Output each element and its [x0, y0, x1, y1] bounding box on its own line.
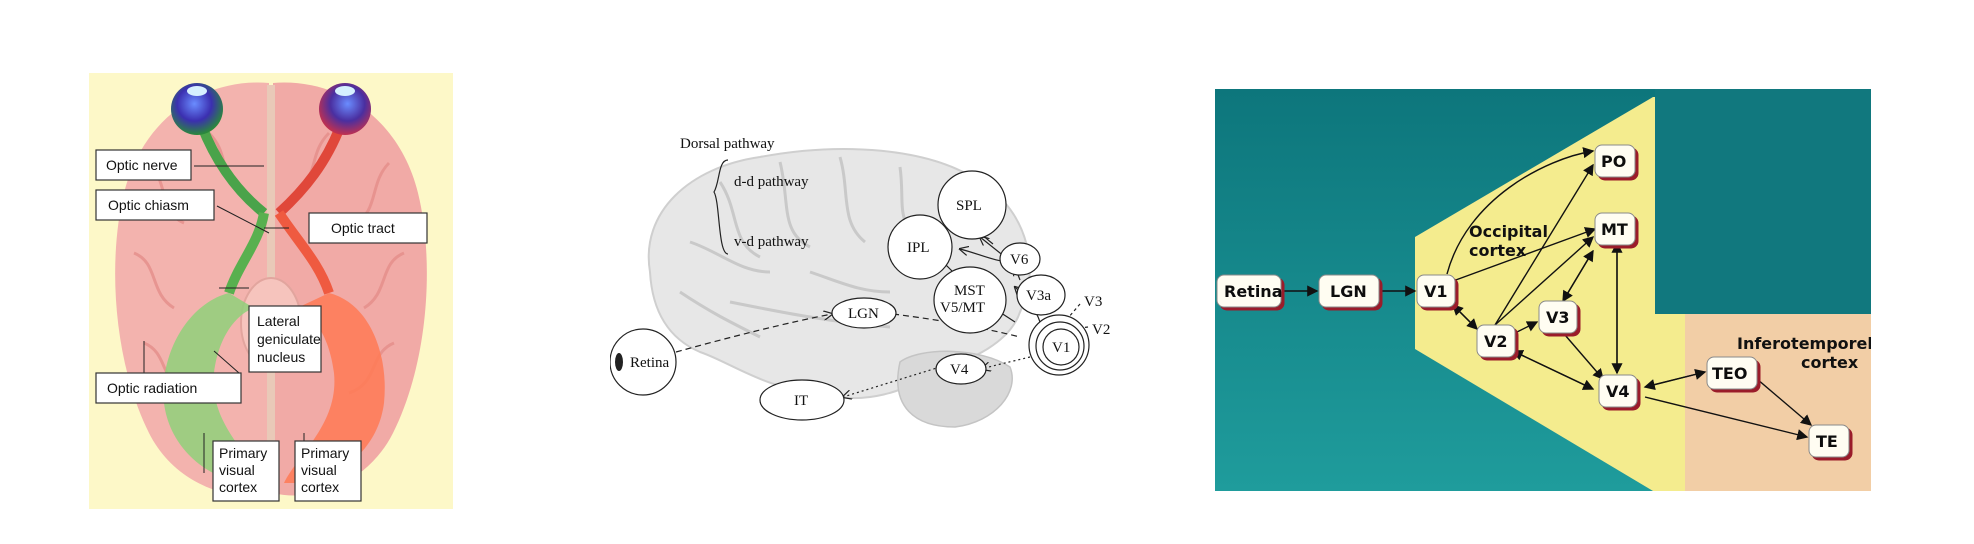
- node-v3a: V3a: [1016, 274, 1066, 316]
- node-teo-c: TEO: [1706, 356, 1758, 390]
- node-retina: Retina: [609, 328, 677, 396]
- dorsal-ventral-stream-diagram: Dorsal pathway d-d pathway v-d pathway R…: [609, 122, 1130, 432]
- svg-text:nucleus: nucleus: [257, 349, 305, 365]
- label-v2: V2: [1092, 322, 1110, 338]
- visual-pathway-ventral-diagram: Optic nerve Optic chiasm Optic tract Lat…: [89, 73, 453, 509]
- svg-text:V6: V6: [1010, 252, 1029, 268]
- svg-text:IPL: IPL: [907, 240, 930, 256]
- svg-text:MT: MT: [1601, 220, 1628, 239]
- svg-text:geniculate: geniculate: [257, 331, 321, 347]
- svg-text:Retina: Retina: [1224, 282, 1283, 301]
- node-v6: V6: [999, 242, 1041, 276]
- label-optic-tract: Optic tract: [308, 212, 428, 244]
- label-optic-radiation: Optic radiation: [95, 372, 242, 404]
- svg-text:V3: V3: [1546, 308, 1570, 327]
- node-spl: SPL: [937, 170, 1007, 240]
- svg-text:TE: TE: [1816, 432, 1838, 451]
- svg-text:Retina: Retina: [630, 355, 669, 371]
- vd-pathway-label: v-d pathway: [734, 234, 809, 250]
- svg-text:Primary: Primary: [301, 445, 349, 461]
- label-primary-visual-cortex-right: Primary visual cortex: [294, 440, 362, 502]
- lateral-brain-illustration: Dorsal pathway d-d pathway v-d pathway R…: [609, 136, 1110, 428]
- svg-text:Optic radiation: Optic radiation: [107, 380, 197, 396]
- ventral-brain-illustration: Optic nerve Optic chiasm Optic tract Lat…: [95, 82, 428, 502]
- svg-text:visual: visual: [301, 462, 337, 478]
- svg-text:V2: V2: [1484, 332, 1508, 351]
- label-primary-visual-cortex-left: Primary visual cortex: [212, 440, 280, 502]
- svg-text:V1: V1: [1424, 282, 1448, 301]
- svg-text:LGN: LGN: [1330, 282, 1367, 301]
- label-optic-nerve: Optic nerve: [95, 149, 192, 181]
- svg-text:V1: V1: [1052, 340, 1070, 356]
- node-ipl: IPL: [887, 214, 953, 280]
- right-eye-icon: [319, 83, 371, 135]
- svg-text:IT: IT: [794, 393, 808, 409]
- pathway-brace: [713, 159, 729, 255]
- dorsal-pathway-title: Dorsal pathway: [680, 136, 775, 152]
- inferotemporal-label-1: Inferotemporel: [1737, 334, 1871, 353]
- svg-text:Primary: Primary: [219, 445, 267, 461]
- node-mst-v5-mt: MST V5/MT: [933, 266, 1007, 334]
- node-it: IT: [759, 379, 845, 421]
- svg-text:V3a: V3a: [1026, 288, 1051, 304]
- node-v4: V4: [935, 353, 987, 385]
- visual-area-hierarchy-diagram: Occipital cortex Inferotemporel cortex: [1215, 89, 1871, 491]
- svg-text:Optic nerve: Optic nerve: [106, 157, 178, 173]
- svg-text:MST: MST: [954, 283, 985, 299]
- node-lgn: LGN: [831, 297, 897, 329]
- svg-text:Optic chiasm: Optic chiasm: [108, 197, 189, 213]
- visual-hierarchy-illustration: Occipital cortex Inferotemporel cortex: [1215, 89, 1871, 491]
- svg-text:Lateral: Lateral: [257, 313, 300, 329]
- label-v3: V3: [1084, 294, 1102, 310]
- node-v2-c: V2: [1476, 324, 1516, 358]
- node-retina-c: Retina: [1216, 274, 1283, 308]
- svg-text:cortex: cortex: [301, 479, 339, 495]
- brain-lateral: [647, 148, 1031, 399]
- upper-right-block: [1655, 89, 1871, 314]
- svg-text:visual: visual: [219, 462, 255, 478]
- svg-text:V4: V4: [1606, 382, 1630, 401]
- svg-text:SPL: SPL: [956, 198, 982, 214]
- node-mt-c: MT: [1594, 212, 1636, 246]
- node-v3-c: V3: [1538, 300, 1578, 334]
- node-v1: V1: [1028, 314, 1090, 376]
- svg-text:V4: V4: [950, 362, 969, 378]
- svg-text:LGN: LGN: [848, 306, 879, 322]
- node-v1-c: V1: [1416, 274, 1456, 308]
- node-po-c: PO: [1594, 144, 1636, 178]
- svg-text:TEO: TEO: [1712, 364, 1747, 383]
- occipital-label-2: cortex: [1469, 241, 1527, 260]
- node-te-c: TE: [1808, 424, 1850, 458]
- svg-text:PO: PO: [1601, 152, 1626, 171]
- right-optic-radiation: [284, 293, 385, 483]
- inferotemporal-label-2: cortex: [1801, 353, 1859, 372]
- occipital-label-1: Occipital: [1469, 222, 1548, 241]
- dd-pathway-label: d-d pathway: [734, 174, 809, 190]
- node-v4-c: V4: [1598, 374, 1638, 408]
- svg-text:V5/MT: V5/MT: [940, 300, 985, 316]
- label-optic-chiasm: Optic chiasm: [95, 189, 215, 221]
- left-eye-icon: [171, 83, 223, 135]
- svg-text:cortex: cortex: [219, 479, 257, 495]
- node-lgn-c: LGN: [1318, 274, 1380, 308]
- label-lateral-geniculate-nucleus: Lateral geniculate nucleus: [248, 305, 322, 373]
- svg-text:Optic tract: Optic tract: [331, 220, 395, 236]
